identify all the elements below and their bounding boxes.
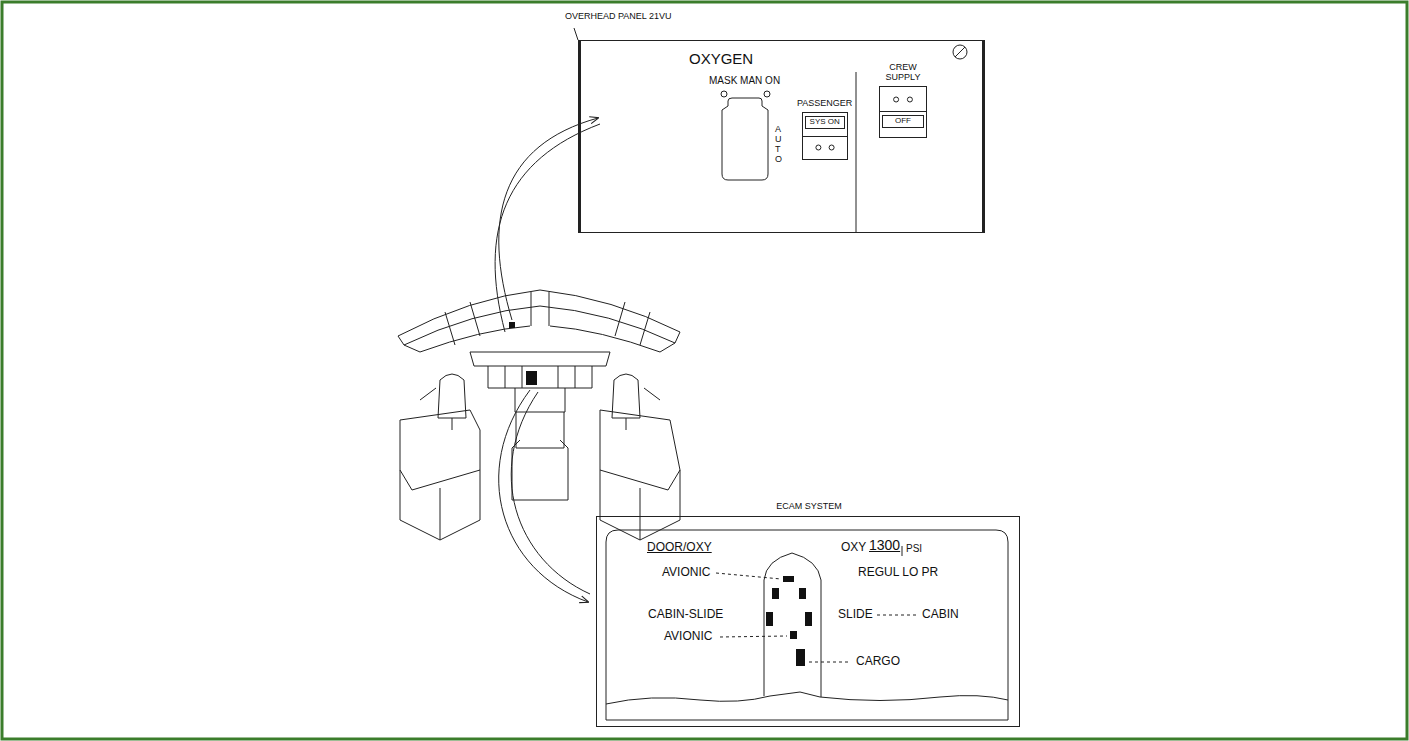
oxygen-panel: OXYGEN MASK MAN ON AUTO PASSENGER SYS ON CREW… (578, 40, 985, 233)
window-sill (420, 326, 660, 352)
ecam-label: CABIN (922, 608, 959, 621)
screw-symbol (953, 45, 967, 59)
ecam-label: CABIN-SLIDE (648, 608, 723, 621)
screw-slot (955, 47, 965, 57)
ecam-label: CARGO (856, 655, 900, 668)
indicator-light (816, 145, 821, 150)
window-post (445, 302, 650, 345)
center-post (531, 292, 549, 326)
leader-line (809, 662, 851, 663)
indicator-light (829, 145, 834, 150)
mask-guard-symbol (718, 88, 774, 184)
indicator-light (907, 97, 912, 102)
windshield-frame (404, 306, 675, 345)
panel-title: OXYGEN (689, 51, 753, 68)
button-legend: SYS ON (805, 116, 845, 129)
indicator-light (894, 97, 899, 102)
ecam-label: PSI (906, 543, 922, 554)
location-arrow (499, 118, 598, 320)
leader-line (574, 28, 578, 40)
door-marker (783, 576, 794, 582)
leader-line (716, 573, 781, 579)
door-marker (799, 588, 806, 599)
right-seat (612, 374, 640, 430)
door-marker (805, 612, 812, 626)
door-markers (766, 576, 812, 666)
display-title: ECAM SYSTEM (776, 502, 842, 512)
side-window (398, 332, 680, 352)
ecam-label: OXY (841, 541, 866, 554)
door-marker (796, 649, 805, 666)
button-divider (880, 111, 926, 112)
tick-mark (902, 546, 903, 556)
door-marker (772, 588, 779, 599)
ecam-label: AVIONIC (662, 566, 710, 579)
panel-divider (856, 72, 857, 232)
location-arrow (499, 390, 588, 602)
button-lights (880, 87, 926, 112)
cockpit-sketch (398, 290, 680, 540)
overhead-panel-location (509, 322, 515, 328)
passenger-button: PASSENGER SYS ON (797, 99, 852, 160)
ecam-label: REGUL LO PR (858, 566, 938, 579)
door-marker (790, 631, 797, 639)
guard-hinge (721, 91, 727, 97)
ecam-label: 1300 (869, 538, 900, 553)
location-arrow (511, 392, 590, 594)
fuselage-outline (764, 553, 821, 697)
button-label: PASSENGER (797, 99, 852, 109)
switch-position: AUTO (775, 125, 784, 165)
switch-label: MASK MAN ON (709, 75, 780, 86)
ground-line (606, 692, 1008, 704)
side-stick (420, 388, 660, 400)
door-marker (766, 612, 773, 626)
leader-lines (716, 573, 918, 662)
button-label: CREW SUPPLY (881, 63, 925, 83)
button-legend: OFF (882, 115, 924, 128)
ecam-location (526, 371, 537, 385)
right-console (600, 410, 680, 540)
ecam-label: AVIONIC (664, 630, 712, 643)
left-seat (438, 374, 466, 430)
ecam-screen (606, 530, 1008, 720)
guard-hinge (764, 91, 770, 97)
pushbutton: OFF (879, 86, 927, 138)
leader-line (877, 615, 918, 616)
leader-line (720, 636, 787, 637)
button-divider (803, 136, 847, 137)
left-console (400, 410, 480, 540)
crew-supply-button: CREW SUPPLY OFF (879, 63, 927, 138)
button-lights (803, 136, 847, 159)
location-arrow (495, 124, 600, 332)
ecam-label: SLIDE (838, 608, 873, 621)
main-panel (488, 366, 592, 388)
callout-label: OVERHEAD PANEL 21VU (565, 12, 672, 22)
mask-guard: MASK MAN ON AUTO (709, 75, 809, 220)
glareshield (470, 352, 610, 366)
pushbutton: SYS ON (802, 112, 848, 160)
guard-outline (722, 98, 768, 180)
ecam-label: DOOR/OXY (647, 541, 712, 554)
